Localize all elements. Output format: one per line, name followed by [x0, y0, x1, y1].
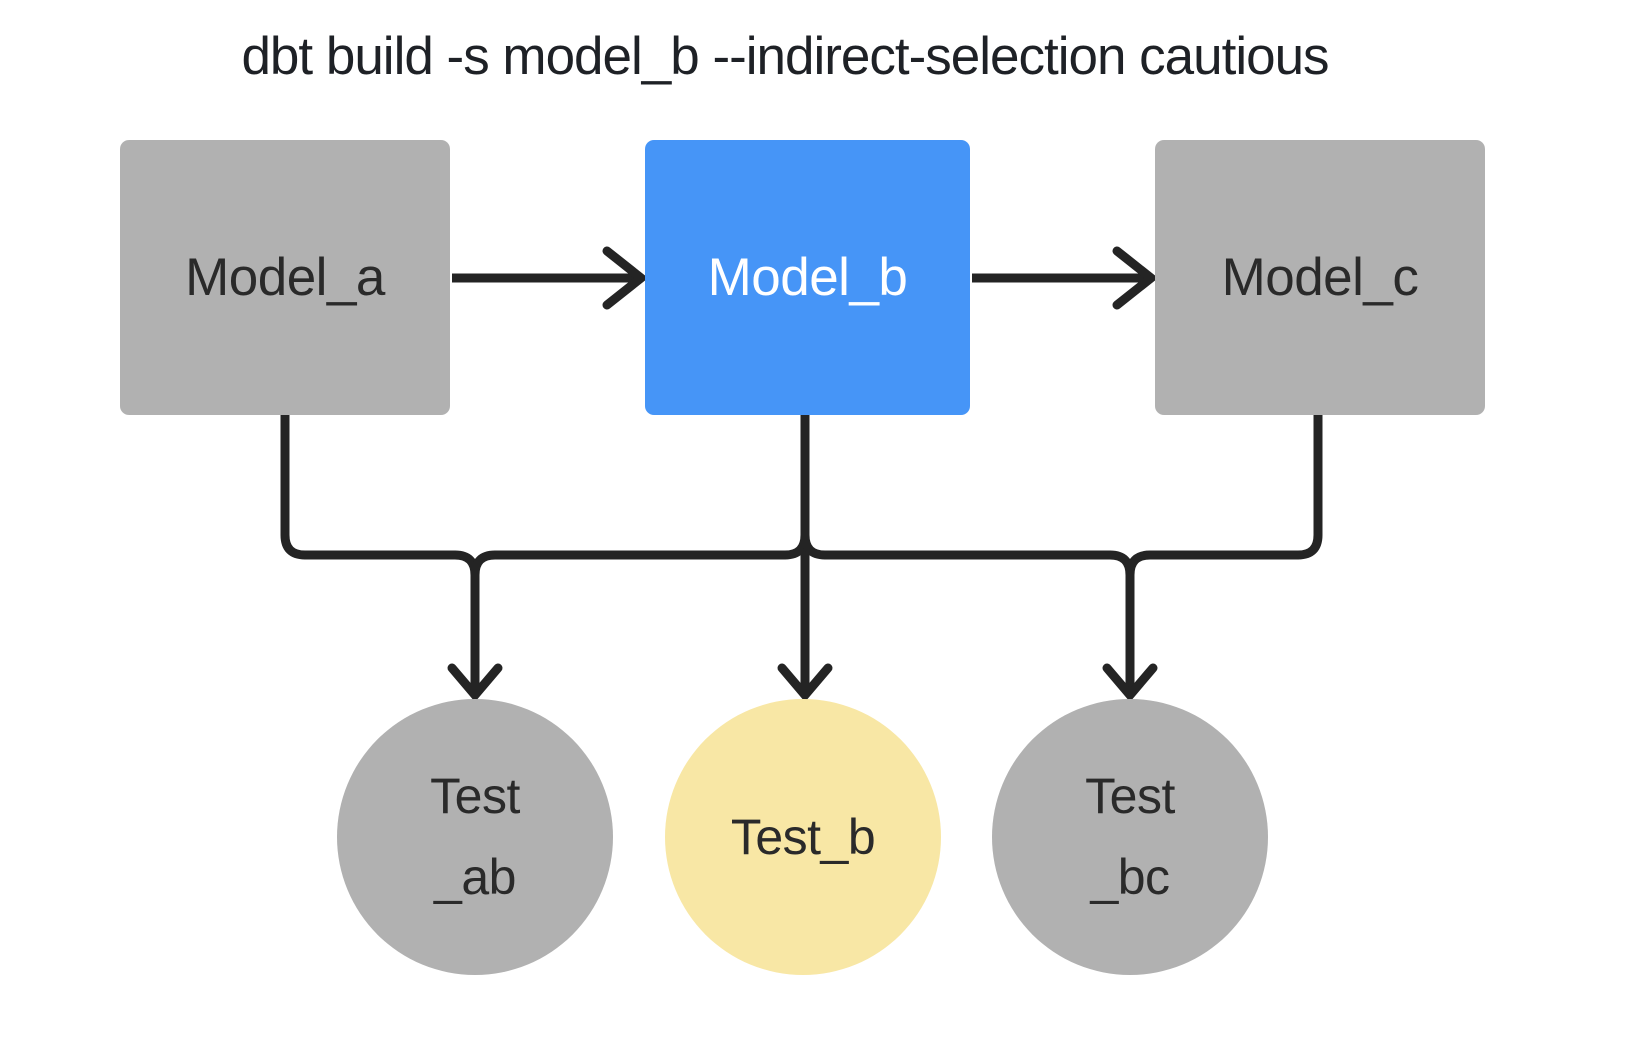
- arrowhead-test-bc-icon: [1102, 663, 1158, 702]
- node-test-bc-label-line2: _bc: [1090, 849, 1170, 905]
- edge-model-a-to-test-ab: [280, 415, 480, 691]
- node-test-ab: Test _ab: [337, 699, 613, 975]
- node-test-bc-label-line1: Test: [1085, 768, 1175, 824]
- node-test-b: Test_b: [665, 699, 941, 975]
- edge-model-b-to-test-ab: [470, 534, 810, 576]
- edge-model-b-to-test-bc: [800, 534, 1135, 691]
- arrowhead-test-b-icon: [777, 663, 833, 702]
- arrowhead-test-ab-icon: [447, 663, 503, 702]
- node-test-ab-label-line2: _ab: [434, 849, 516, 905]
- node-model-b-label: Model_b: [707, 248, 908, 307]
- node-test-b-label: Test_b: [730, 808, 876, 865]
- command-title: dbt build -s model_b --indirect-selectio…: [241, 27, 1329, 86]
- arrowhead-model-c-icon: [1112, 246, 1159, 310]
- node-model-b: Model_b: [645, 140, 970, 415]
- node-test-bc: Test _bc: [992, 699, 1268, 975]
- node-model-a: Model_a: [120, 140, 450, 415]
- node-test-ab-label-line1: Test: [430, 768, 520, 824]
- node-model-c-label: Model_c: [1221, 248, 1419, 307]
- edge-model-c-to-test-bc: [1125, 415, 1323, 576]
- node-model-c: Model_c: [1155, 140, 1485, 415]
- arrowhead-model-b-icon: [602, 246, 649, 310]
- node-model-a-label: Model_a: [185, 248, 385, 307]
